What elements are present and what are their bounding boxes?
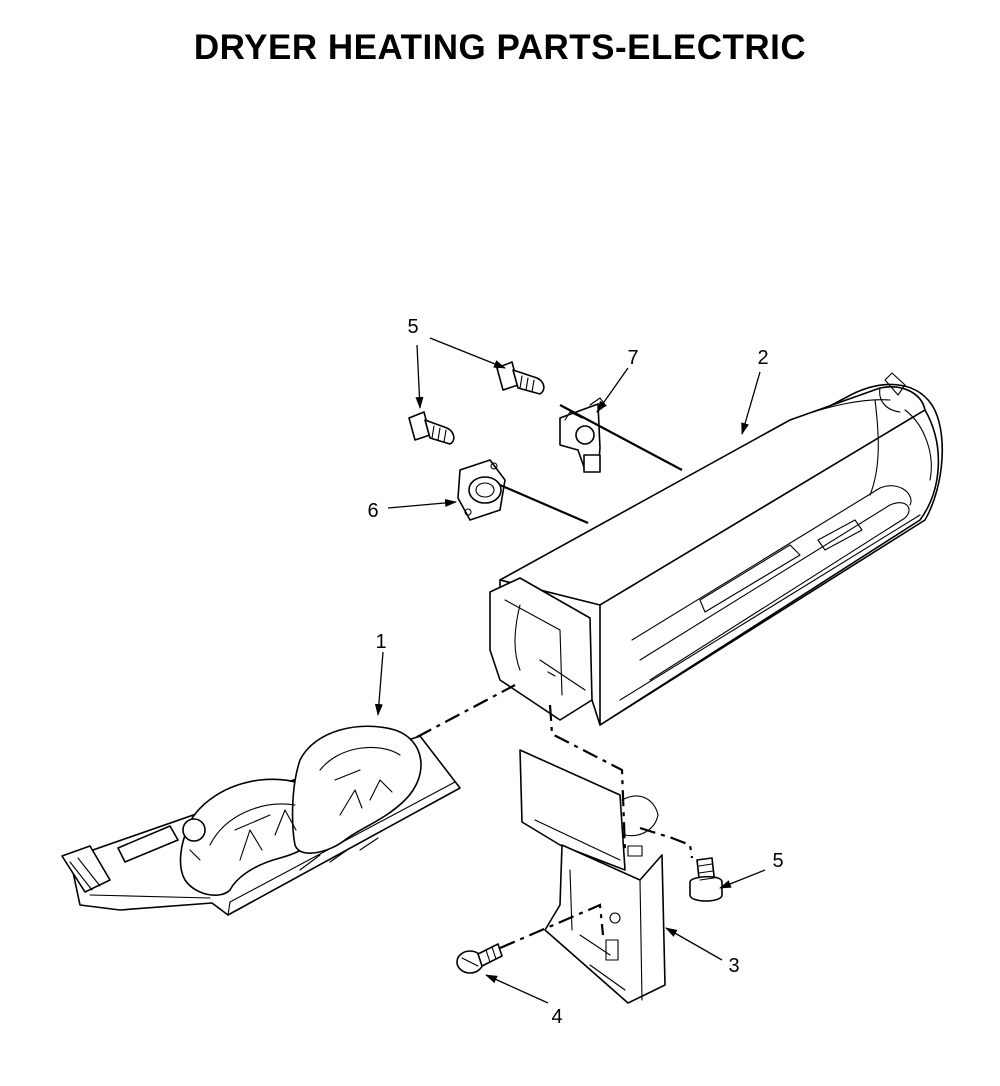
- heater-duct-part: [489, 372, 944, 726]
- screw-part-middle: [408, 411, 455, 445]
- callout-labels: 1 2 3 4 5 5 6 7: [367, 316, 783, 1028]
- leader-arrow-7: [596, 367, 629, 413]
- diagram-title: DRYER HEATING PARTS-ELECTRIC: [193, 28, 807, 67]
- leader-arrow-1: [374, 651, 384, 716]
- leader-arrow-5b: [415, 344, 424, 409]
- leader-arrow-5c: [719, 869, 766, 889]
- callout-1: 1: [375, 631, 386, 653]
- callout-6: 6: [367, 500, 378, 522]
- screw-part-right: [689, 857, 723, 902]
- callout-2: 2: [757, 347, 768, 369]
- callout-3: 3: [728, 955, 739, 977]
- screw-part-lower: [456, 943, 503, 974]
- callout-5-upper: 5: [407, 316, 418, 338]
- leader-arrow-2: [741, 371, 761, 435]
- leader-arrow-5a: [429, 337, 506, 369]
- leader-arrow-3: [665, 927, 723, 961]
- heating-element-part: [61, 725, 461, 916]
- callout-7: 7: [627, 347, 638, 369]
- leader-arrow-4: [485, 974, 549, 1004]
- leader-arrows: [374, 337, 766, 1004]
- thermostat-part: [457, 459, 506, 521]
- leader-arrow-6: [387, 498, 457, 509]
- assembly-lines: [416, 404, 694, 950]
- callout-5-right: 5: [772, 850, 783, 872]
- callout-4: 4: [551, 1006, 562, 1028]
- screw-part-upper: [496, 361, 545, 395]
- mounting-bracket-part: [519, 749, 666, 1004]
